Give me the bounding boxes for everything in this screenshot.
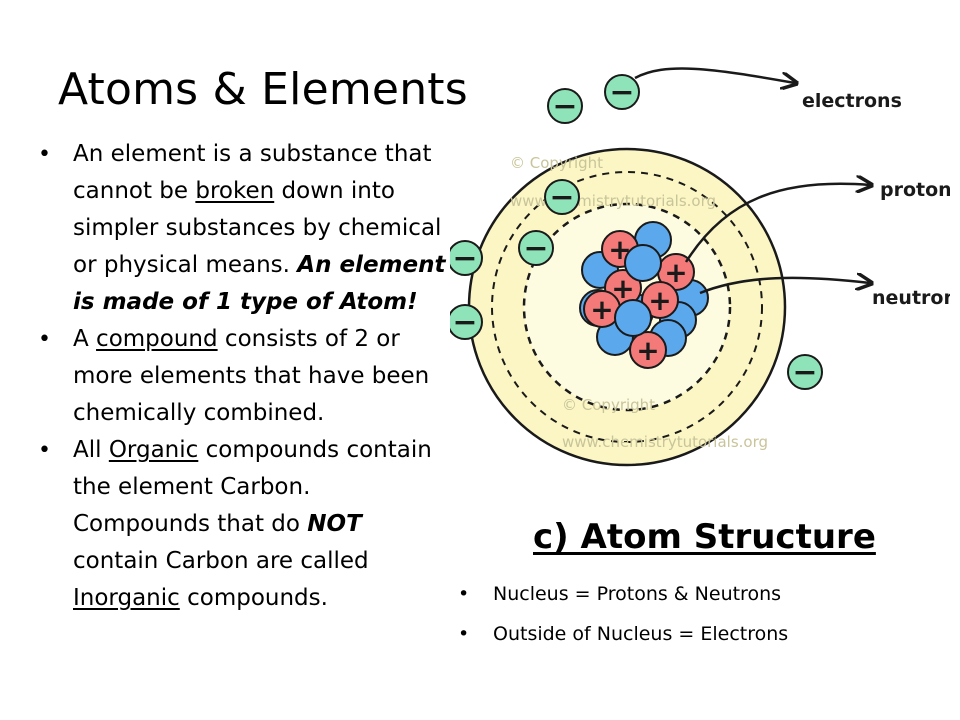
arrow-to-protons-label: [684, 184, 870, 263]
proton-signs: + + + + + +: [590, 233, 687, 367]
nucleus: [579, 221, 709, 369]
list-item: Outside of Nucleus = Electrons: [458, 614, 938, 654]
proton-plus-sign: +: [590, 293, 613, 326]
left-bullet-list: An element is a substance that cannot be…: [38, 136, 448, 617]
electron: [544, 179, 580, 215]
electron: [450, 304, 483, 340]
emphasis-one-atom-type: An element is made of 1 type of Atom!: [73, 252, 446, 315]
proton-plus-sign: +: [648, 284, 671, 317]
watermark-copyright-2: © Copyright: [562, 396, 655, 414]
electron: [547, 88, 583, 124]
electron-minus-sign: −: [609, 75, 634, 110]
atom-diagram: © Copyright www.chemistrytutorials.org ©…: [450, 67, 950, 467]
neutron: [624, 244, 662, 282]
underlined-compound: compound: [96, 326, 218, 352]
electron-minus-sign: −: [552, 89, 577, 124]
electron-minus-sign: −: [523, 231, 548, 266]
emphasis-not: NOT: [307, 511, 362, 537]
proton: [641, 281, 679, 319]
bullet-organic-compounds: All Organic compounds contain the elemen…: [38, 432, 448, 617]
underlined-organic: Organic: [108, 437, 199, 463]
proton: [629, 331, 667, 369]
proton-plus-sign: +: [611, 272, 634, 305]
electron-minus-sign: −: [452, 305, 477, 340]
proton-plus-sign: +: [608, 233, 631, 266]
electron: [604, 74, 640, 110]
proton-plus-sign: +: [664, 256, 687, 289]
electron-minus-signs: − − − − − − −: [452, 75, 817, 390]
underlined-broken: broken: [195, 178, 275, 204]
electron: [787, 354, 823, 390]
atom-structure-heading: c) Atom Structure: [533, 517, 876, 557]
neutron: [614, 299, 652, 337]
slide-title: Atoms & Elements: [58, 64, 468, 115]
electron-minus-sign: −: [792, 355, 817, 390]
bullet-compound-definition: A compound consists of 2 or more element…: [38, 321, 448, 432]
list-item: Nucleus = Protons & Neutrons: [458, 574, 938, 614]
watermark-url-2: www.chemistrytutorials.org: [562, 433, 768, 451]
electron-minus-sign: −: [452, 241, 477, 276]
electron: [450, 240, 483, 276]
electrons: [450, 74, 823, 390]
arrow-to-electrons-label: [634, 67, 795, 83]
watermark-copyright-1: © Copyright: [510, 154, 603, 172]
label-electrons: electrons: [802, 90, 902, 112]
proton-plus-sign: +: [636, 334, 659, 367]
arrow-to-neutrons-label: [699, 278, 870, 295]
bullet-element-definition: An element is a substance that cannot be…: [38, 136, 448, 321]
watermark-url-1: www.chemistrytutorials.org: [510, 192, 716, 210]
label-neutrons: neutrons: [872, 287, 950, 309]
label-protons: protons: [880, 179, 950, 201]
electron: [518, 230, 554, 266]
underlined-inorganic: Inorganic: [73, 585, 180, 611]
atom-structure-list: Nucleus = Protons & Neutrons Outside of …: [458, 574, 938, 654]
outer-orbit-dashed: [491, 171, 763, 443]
electron-minus-sign: −: [549, 180, 574, 215]
